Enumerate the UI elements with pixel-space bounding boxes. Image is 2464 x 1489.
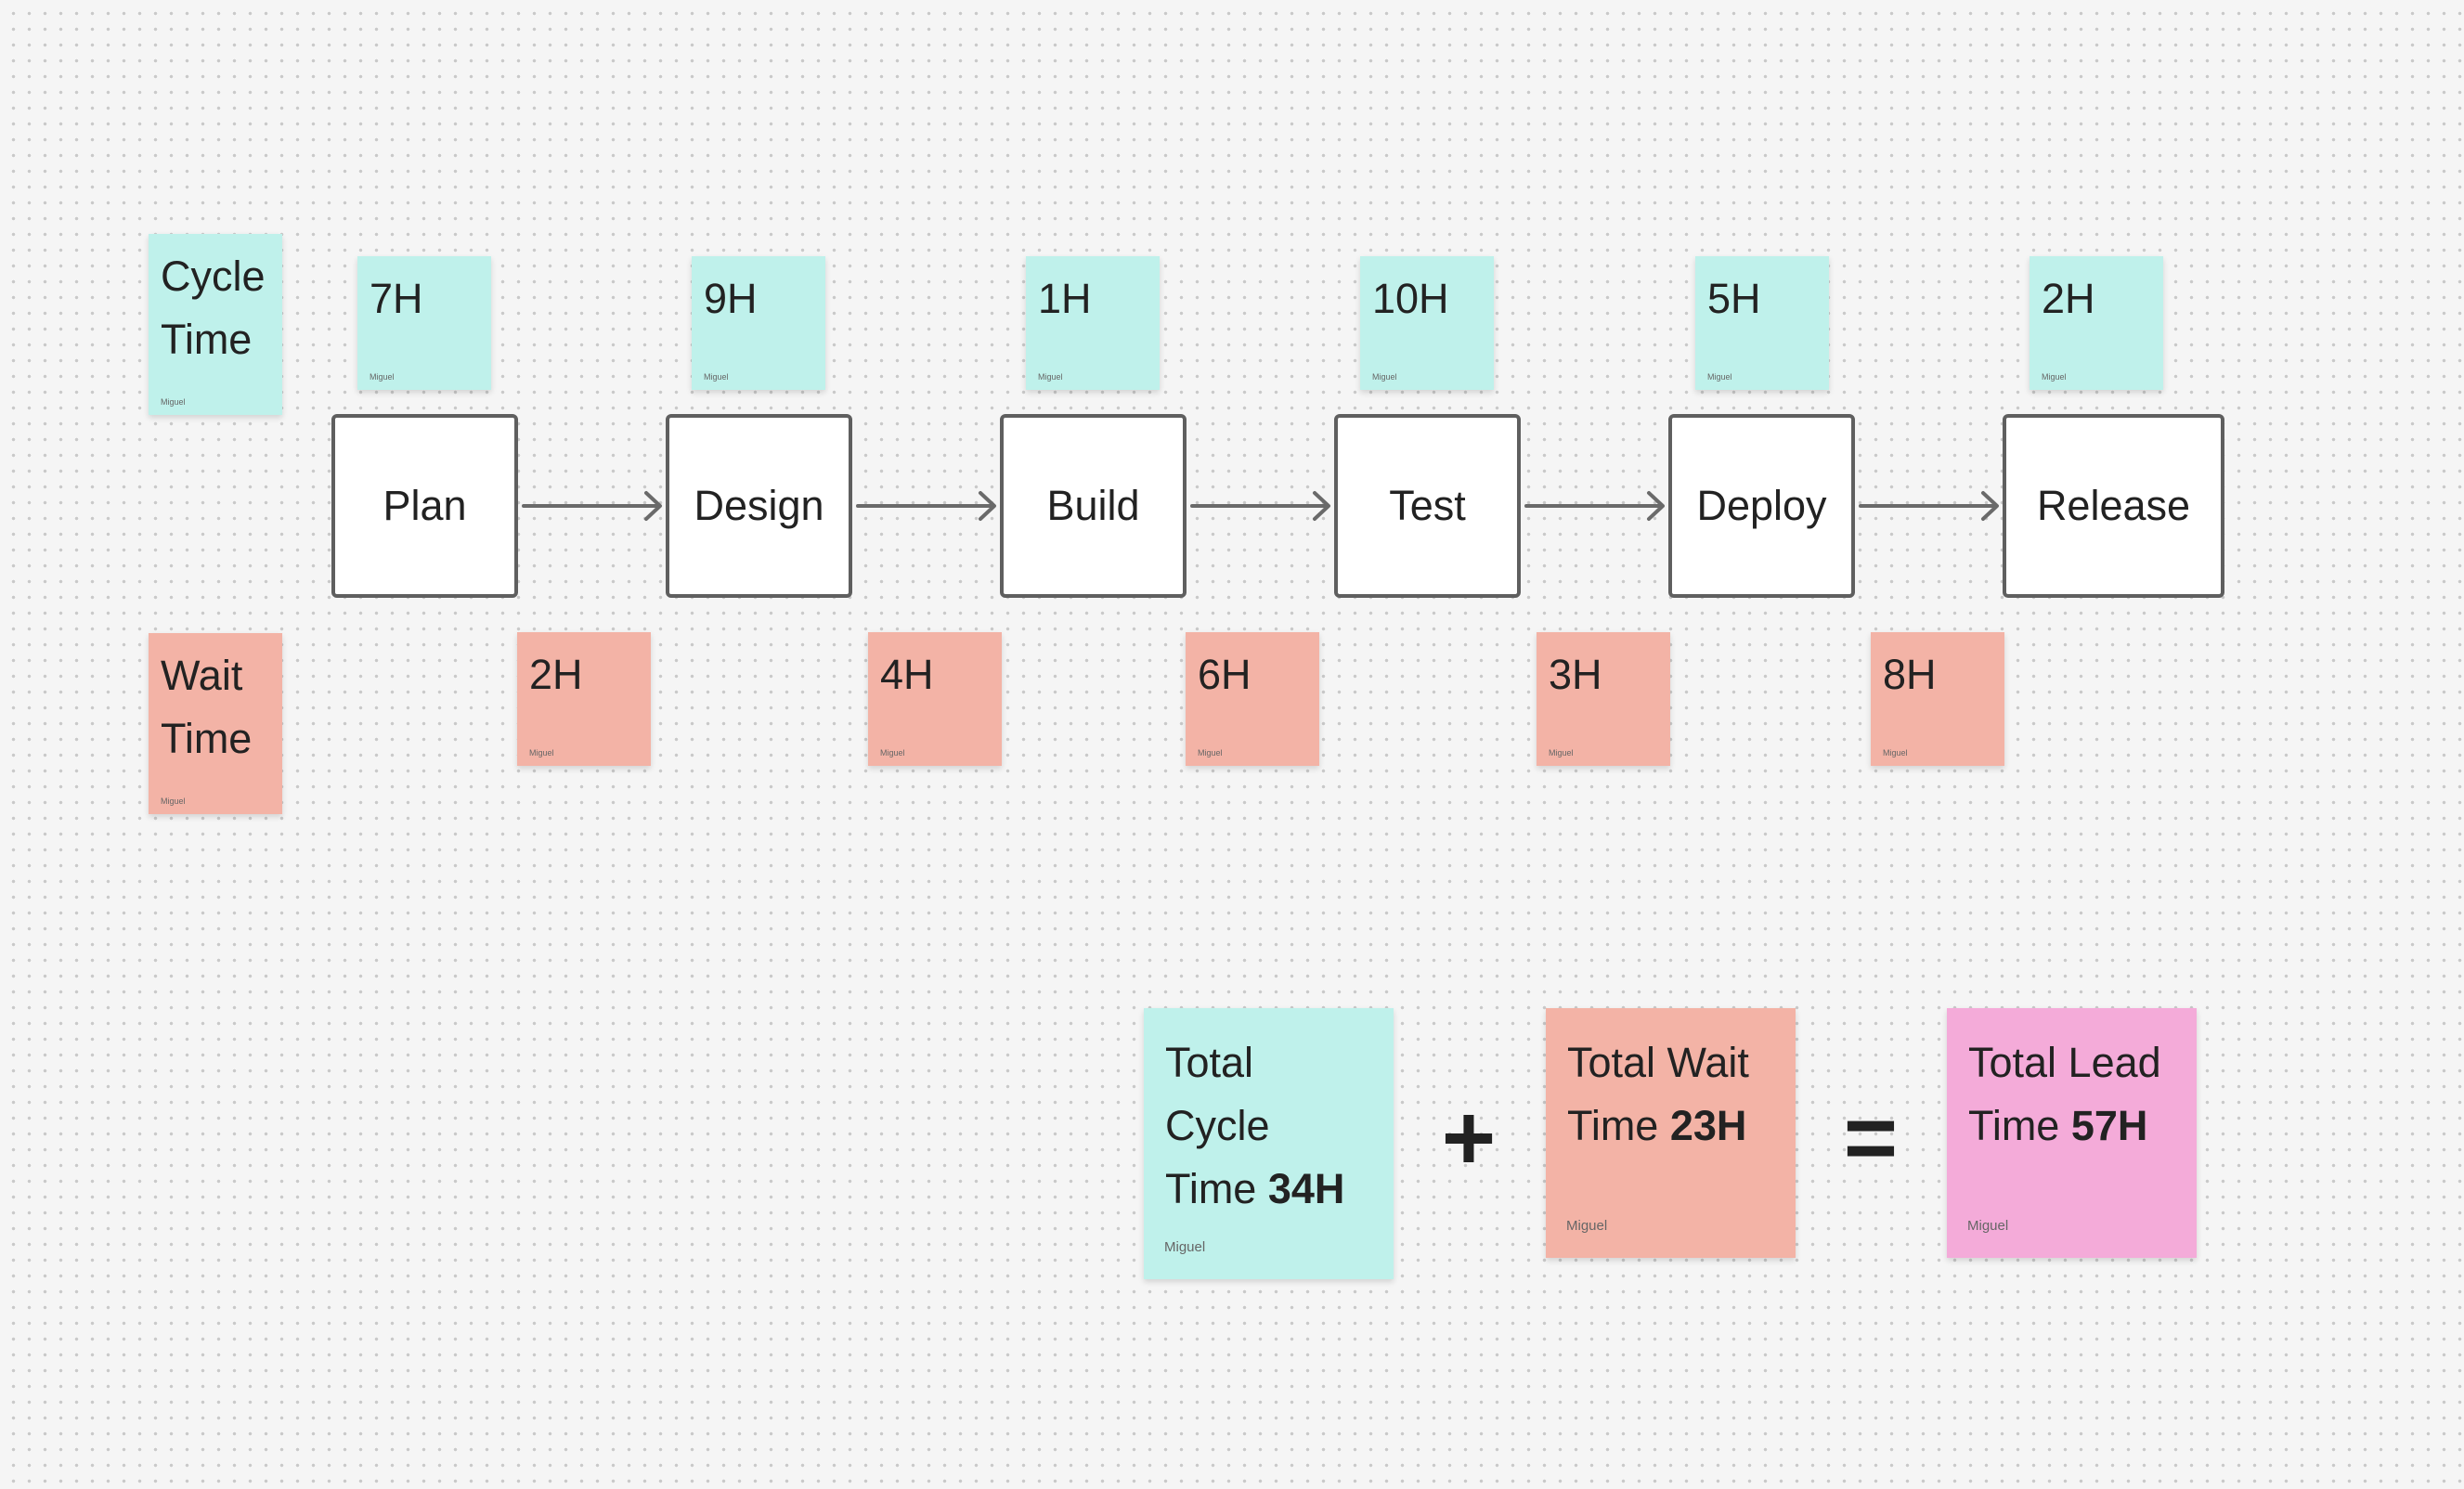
wait-sticky-build-test[interactable]: 6H Miguel [1186, 632, 1319, 766]
cycle-sticky-build[interactable]: 1H Miguel [1026, 256, 1160, 390]
total-wait-line1: Total Wait [1567, 1039, 1749, 1086]
cycle-time-legend-sticky[interactable]: Cycle Time Miguel [149, 234, 282, 415]
wait-legend-line1: Wait [161, 652, 243, 699]
sticky-author: Miguel [880, 748, 905, 757]
total-wait-line2-prefix: Time [1567, 1102, 1670, 1149]
cycle-legend-line2: Time [161, 316, 253, 363]
sticky-author: Miguel [1549, 748, 1574, 757]
stage-box-build[interactable]: Build [1000, 414, 1187, 598]
wait-value: 2H [529, 651, 583, 698]
cycle-sticky-plan[interactable]: 7H Miguel [357, 256, 491, 390]
sticky-author: Miguel [1883, 748, 1908, 757]
stage-label: Deploy [1696, 482, 1827, 529]
cycle-value: 9H [704, 275, 758, 322]
wait-value: 6H [1198, 651, 1251, 698]
total-cycle-line2: Cycle [1165, 1102, 1270, 1149]
sticky-author: Miguel [2042, 372, 2067, 382]
sticky-author: Miguel [529, 748, 554, 757]
sticky-author: Miguel [1707, 372, 1732, 382]
sticky-author: Miguel [704, 372, 729, 382]
wait-sticky-deploy-release[interactable]: 8H Miguel [1871, 632, 2004, 766]
total-cycle-time-sticky[interactable]: Total Cycle Time 34H Miguel [1144, 1008, 1394, 1279]
stage-label: Build [1046, 482, 1140, 529]
cycle-sticky-design[interactable]: 9H Miguel [692, 256, 825, 390]
sticky-author: Miguel [1372, 372, 1397, 382]
sticky-author: Miguel [1038, 372, 1063, 382]
sticky-author: Miguel [1198, 748, 1223, 757]
cycle-value: 2H [2042, 275, 2095, 322]
connector-arrow-test-deploy[interactable] [1524, 485, 1673, 527]
stage-label: Release [2036, 482, 2191, 529]
sticky-author: Miguel [1566, 1218, 1608, 1234]
stage-label: Design [694, 482, 824, 529]
connector-arrow-deploy-release[interactable] [1859, 485, 2007, 527]
sticky-author: Miguel [161, 397, 186, 407]
wait-time-legend-sticky[interactable]: Wait Time Miguel [149, 633, 282, 814]
sticky-author: Miguel [370, 372, 395, 382]
total-lead-value: 57H [2070, 1102, 2148, 1149]
total-lead-line1: Total Lead [1968, 1039, 2161, 1086]
stage-box-design[interactable]: Design [666, 414, 852, 598]
cycle-value: 10H [1372, 275, 1449, 322]
cycle-sticky-release[interactable]: 2H Miguel [2030, 256, 2163, 390]
wait-sticky-design-build[interactable]: 4H Miguel [868, 632, 1002, 766]
sticky-author: Miguel [161, 796, 186, 806]
stage-box-plan[interactable]: Plan [331, 414, 518, 598]
stage-label: Plan [383, 482, 467, 529]
total-cycle-line3-prefix: Time [1165, 1165, 1268, 1212]
wait-value: 8H [1883, 651, 1937, 698]
wait-value: 3H [1549, 651, 1602, 698]
cycle-sticky-test[interactable]: 10H Miguel [1360, 256, 1494, 390]
sticky-author: Miguel [1164, 1239, 1206, 1255]
cycle-sticky-deploy[interactable]: 5H Miguel [1695, 256, 1829, 390]
stage-box-test[interactable]: Test [1334, 414, 1521, 598]
stage-box-deploy[interactable]: Deploy [1668, 414, 1855, 598]
connector-arrow-design-build[interactable] [856, 485, 1005, 527]
cycle-value: 1H [1038, 275, 1092, 322]
plus-operator: + [1441, 1086, 1497, 1190]
wait-sticky-test-deploy[interactable]: 3H Miguel [1537, 632, 1670, 766]
stage-box-release[interactable]: Release [2003, 414, 2224, 598]
stage-label: Test [1389, 482, 1466, 529]
sticky-author: Miguel [1967, 1218, 2009, 1234]
cycle-value: 5H [1707, 275, 1761, 322]
cycle-legend-line1: Cycle [161, 252, 266, 300]
total-lead-time-sticky[interactable]: Total Lead Time 57H Miguel [1947, 1008, 2197, 1258]
connector-arrow-build-test[interactable] [1190, 485, 1339, 527]
wait-value: 4H [880, 651, 934, 698]
total-lead-line2-prefix: Time [1968, 1102, 2071, 1149]
wait-sticky-plan-design[interactable]: 2H Miguel [517, 632, 651, 766]
wait-legend-line2: Time [161, 715, 253, 762]
total-cycle-value: 34H [1267, 1165, 1345, 1212]
total-wait-time-sticky[interactable]: Total Wait Time 23H Miguel [1546, 1008, 1796, 1258]
total-wait-value: 23H [1669, 1102, 1747, 1149]
equals-operator: = [1843, 1086, 1899, 1190]
total-cycle-line1: Total [1165, 1039, 1254, 1086]
connector-arrow-plan-design[interactable] [522, 485, 670, 527]
cycle-value: 7H [370, 275, 423, 322]
